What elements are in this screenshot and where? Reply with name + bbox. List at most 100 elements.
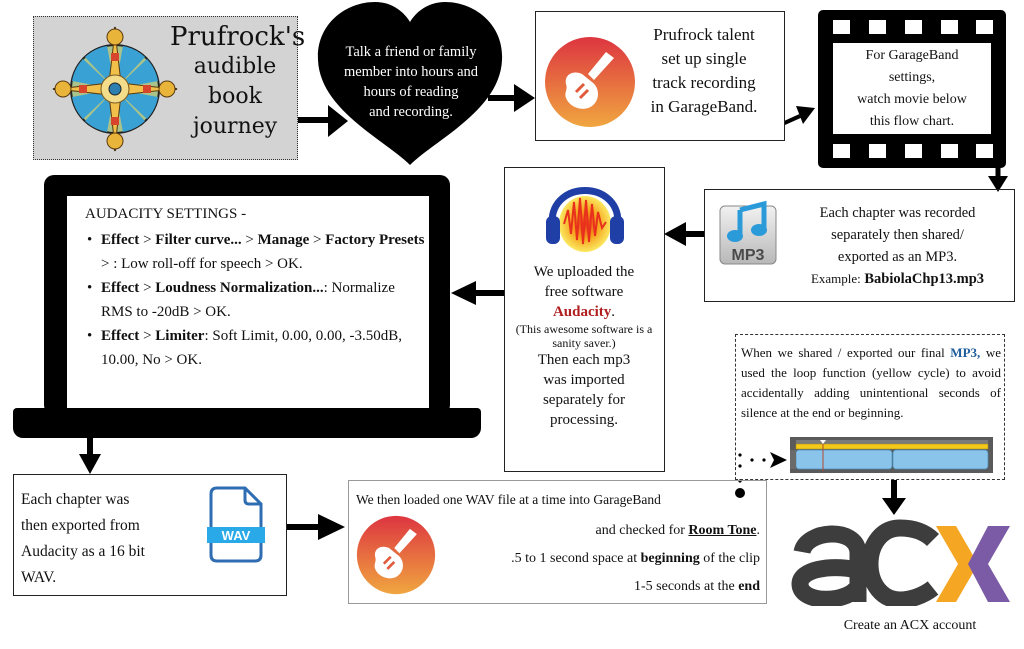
wav-step-box xyxy=(13,474,287,596)
mp3-highlight: MP3, xyxy=(950,345,981,360)
title-line-3: book xyxy=(208,84,262,109)
settings-item: Effect > Loudness Normalization...: Norm… xyxy=(87,276,425,324)
wav-file-icon: WAV xyxy=(207,486,265,563)
audacity-headphones-icon xyxy=(546,187,624,252)
room-tone-line-4: 1-5 seconds at the end xyxy=(440,573,760,601)
film-hole xyxy=(905,144,922,158)
heart-line: and recording. xyxy=(369,104,453,120)
film-hole xyxy=(905,20,922,34)
text-line: exported as an MP3. xyxy=(837,249,958,265)
laptop-base xyxy=(13,408,481,438)
garageband-guitar-icon xyxy=(356,515,436,595)
arrow-loop-to-acx xyxy=(882,480,906,515)
text-fragment: : Soft Limit, 0.00, 0.00, -3.50dB, 10.00… xyxy=(101,328,402,368)
title-text: Prufrock's audible book journey xyxy=(170,22,306,142)
arrow-wav-to-roomtone xyxy=(287,514,345,540)
mp3-icon-label: MP3 xyxy=(732,247,765,264)
film-hole xyxy=(941,144,958,158)
heart-line: Talk a friend or family xyxy=(345,44,477,60)
beginning-emphasis: beginning xyxy=(640,551,700,566)
settings-item: Effect > Limiter: Soft Limit, 0.00, 0.00… xyxy=(87,324,425,372)
example-filename: BabiolaChp13.mp3 xyxy=(864,271,985,287)
audacity-step-text: We uploaded the free software Audacity. … xyxy=(508,262,660,430)
wav-icon-label: WAV xyxy=(222,528,251,543)
room-tone-step-box xyxy=(348,480,767,604)
title-line-1: Prufrock's xyxy=(170,22,306,52)
heart-line: member into hours and xyxy=(343,64,479,80)
film-hole xyxy=(869,144,886,158)
dotted-arrow-roomtone-to-loop xyxy=(735,452,787,498)
acx-caption: Create an ACX account xyxy=(843,618,977,633)
text-line: separately then shared/ xyxy=(831,227,964,243)
arrow-settings-to-wav xyxy=(79,438,101,474)
film-hole xyxy=(976,144,993,158)
audacity-settings-panel: AUDACITY SETTINGS - Effect > Filter curv… xyxy=(85,202,425,372)
garageband-guitar-icon xyxy=(545,37,635,127)
text-line: watch movie below xyxy=(857,92,967,107)
menu-path-emphasis: Filter curve... xyxy=(155,232,242,248)
text-line: Then each mp3 xyxy=(537,352,631,368)
acx-letter-a xyxy=(791,525,867,606)
arrow-film-to-mp3 xyxy=(988,166,1008,192)
text-line: Prufrock talent xyxy=(653,25,755,44)
film-frame xyxy=(833,43,991,134)
text-line: then exported from xyxy=(21,517,140,534)
menu-path-emphasis: Manage xyxy=(257,232,310,248)
text-line: free software xyxy=(544,284,624,300)
room-tone-line-1: We then loaded one WAV file at a time in… xyxy=(356,492,661,507)
film-hole xyxy=(976,20,993,34)
arrow-mp3-to-audacity xyxy=(664,222,704,246)
text-line: was imported xyxy=(543,372,625,388)
film-hole xyxy=(833,20,850,34)
text-fragment: 1-5 seconds at the xyxy=(634,579,739,594)
aside-note: (This awesome software is a sanity saver… xyxy=(515,322,653,350)
text-line: WAV. xyxy=(21,569,57,586)
text-line: separately for xyxy=(542,392,626,408)
wav-step-text: Each chapter was then exported from Auda… xyxy=(21,487,191,591)
settings-heading: AUDACITY SETTINGS - xyxy=(85,206,247,222)
text-line: Each chapter was xyxy=(21,491,130,508)
text-fragment: . xyxy=(611,304,616,320)
text-line: track recording xyxy=(652,73,756,92)
menu-path-emphasis: Limiter xyxy=(155,328,205,344)
room-tone-line-2: and checked for Room Tone. xyxy=(440,517,760,545)
settings-list: Effect > Filter curve... > Manage > Fact… xyxy=(85,228,425,372)
film-hole xyxy=(941,20,958,34)
title-line-4: journey xyxy=(192,114,278,139)
text-line: For GarageBand xyxy=(865,48,959,63)
text-line: Audacity as a 16 bit xyxy=(21,543,145,560)
loop-note-box xyxy=(735,334,1005,480)
menu-path-emphasis: Effect xyxy=(101,280,140,296)
text-fragment: of the clip xyxy=(699,551,760,566)
compass-rose-emblem-icon xyxy=(52,26,178,152)
text-line: Each chapter was recorded xyxy=(819,205,976,221)
menu-path-emphasis: Effect xyxy=(101,328,140,344)
text-fragment: we used the loop function (yellow cycle)… xyxy=(741,345,1001,420)
room-tone-emphasis: Room Tone xyxy=(688,523,757,538)
text-line: processing. xyxy=(550,412,618,428)
text-fragment: > xyxy=(309,232,326,248)
arrow-heart-to-garageband xyxy=(488,84,535,112)
garageband-timeline-screenshot xyxy=(790,437,993,473)
text-line: this flow chart. xyxy=(869,114,955,129)
menu-path-emphasis: Effect xyxy=(101,232,140,248)
text-fragment: : Normalize RMS to -20dB > OK. xyxy=(101,280,395,320)
audacity-app-name: Audacity xyxy=(552,304,612,320)
text-line: in GarageBand. xyxy=(650,97,758,116)
text-fragment: When we shared / exported our final xyxy=(741,345,951,360)
text-fragment: > xyxy=(241,232,258,248)
title-line-2: audible xyxy=(193,54,277,79)
text-fragment: . xyxy=(756,523,761,538)
room-tone-line-3: .5 to 1 second space at beginning of the… xyxy=(440,545,760,573)
mp3-step-text: Each chapter was recorded separately the… xyxy=(790,202,1005,290)
text-fragment: > xyxy=(139,328,156,344)
loop-note-text: When we shared / exported our final MP3,… xyxy=(741,343,1001,423)
heart-shape xyxy=(317,2,503,165)
acx-x-purple xyxy=(968,526,1010,602)
text-fragment: .5 to 1 second space at xyxy=(511,551,641,566)
film-hole xyxy=(869,20,886,34)
text-fragment: > xyxy=(139,232,156,248)
film-hole xyxy=(833,144,850,158)
text-fragment: > : Low roll-off for speech > OK. xyxy=(101,256,303,272)
menu-path-emphasis: Loudness Normalization... xyxy=(155,280,324,296)
